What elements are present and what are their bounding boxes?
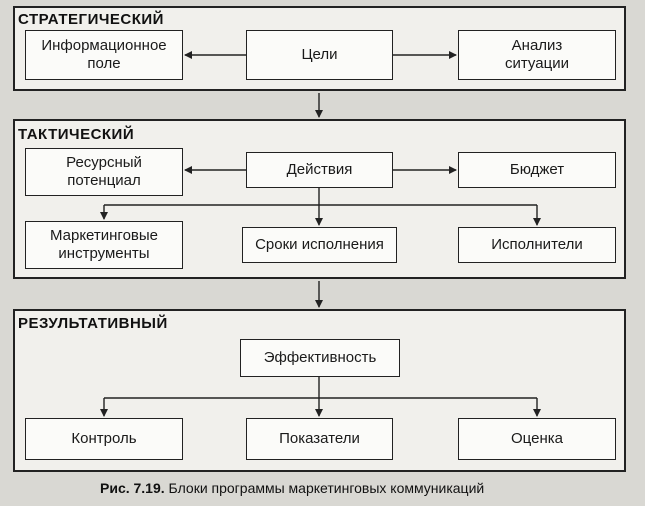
- actions-box: Действия: [246, 152, 393, 188]
- control-box: Контроль: [25, 418, 183, 460]
- figure-caption-label: Рис. 7.19.: [100, 480, 165, 496]
- resource-potential-box: Ресурсный потенциал: [25, 148, 183, 196]
- executors-box: Исполнители: [458, 227, 616, 263]
- marketing-tools-box: Маркетинговые инструменты: [25, 221, 183, 269]
- efficiency-box: Эффективность: [240, 339, 400, 377]
- assessment-box: Оценка: [458, 418, 616, 460]
- figure-caption-text: Блоки программы маркетинговых коммуникац…: [168, 480, 485, 496]
- resultative-title: РЕЗУЛЬТАТИВНЫЙ: [18, 315, 168, 332]
- tactical-title: ТАКТИЧЕСКИЙ: [18, 126, 135, 143]
- situation-analysis-box: Анализ ситуации: [458, 30, 616, 80]
- budget-box: Бюджет: [458, 152, 616, 188]
- info-field-box: Информационное поле: [25, 30, 183, 80]
- indicators-box: Показатели: [246, 418, 393, 460]
- figure-caption: Рис. 7.19. Блоки программы маркетинговых…: [100, 480, 600, 496]
- goals-box: Цели: [246, 30, 393, 80]
- deadlines-box: Сроки исполнения: [242, 227, 397, 263]
- strategic-title: СТРАТЕГИЧЕСКИЙ: [18, 11, 164, 28]
